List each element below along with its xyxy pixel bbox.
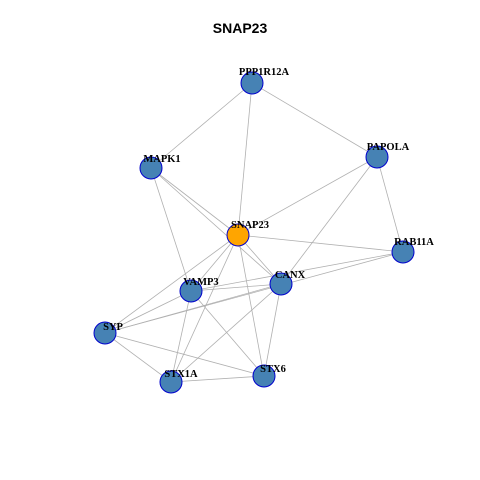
edge-ppp1r12a-mapk1 <box>150 82 253 169</box>
node-label: VAMP3 <box>183 277 218 288</box>
edge-snap23-stx6 <box>237 234 265 377</box>
edge-canx-syp <box>104 283 282 334</box>
node-papola: PAPOLA <box>365 142 410 169</box>
edge-canx-stx1a <box>170 283 282 383</box>
node-circle <box>159 370 183 394</box>
node-circle <box>226 223 250 247</box>
edge-mapk1-vamp3 <box>150 167 192 292</box>
edge-rab11a-vamp3 <box>190 251 404 292</box>
edge-papola-canx <box>280 156 378 285</box>
edge-syp-stx6 <box>104 332 265 377</box>
node-stx6: STX6 <box>252 364 286 388</box>
graph-title: SNAP23 <box>212 20 268 36</box>
node-circle <box>365 145 389 169</box>
node-circle <box>93 321 117 345</box>
node-ppp1r12a: PPP1R12A <box>239 67 290 95</box>
edge-ppp1r12a-snap23 <box>237 82 253 236</box>
node-label: SNAP23 <box>231 220 269 231</box>
node-rab11a: RAB11A <box>391 237 434 264</box>
node-mapk1: MAPK1 <box>139 154 181 180</box>
edge-vamp3-canx <box>190 283 282 292</box>
node-label: MAPK1 <box>143 154 180 165</box>
edge-snap23-rab11a <box>237 234 404 253</box>
node-stx1a: STX1A <box>159 369 198 394</box>
edge-stx1a-stx6 <box>170 375 265 383</box>
edge-vamp3-stx1a <box>170 290 192 383</box>
edge-mapk1-snap23 <box>150 167 239 236</box>
node-circle <box>269 272 293 296</box>
edge-mapk1-canx <box>150 167 282 285</box>
node-vamp3: VAMP3 <box>179 277 219 303</box>
node-syp: SYP <box>93 321 124 345</box>
edge-snap23-syp <box>104 234 239 334</box>
edge-snap23-stx1a <box>170 234 239 383</box>
nodes-layer: SNAP23 PPP1R12A MAPK1 PAPOLA RAB11A VAMP3 CANX… <box>93 67 434 394</box>
node-circle <box>240 71 264 95</box>
edges-layer <box>104 82 404 383</box>
node-label: STX6 <box>260 364 286 375</box>
node-label: PPP1R12A <box>239 67 290 78</box>
edge-ppp1r12a-papola <box>251 82 378 158</box>
node-label: SYP <box>103 322 123 333</box>
edge-canx-stx6 <box>263 283 282 377</box>
edge-vamp3-syp <box>104 290 192 334</box>
node-snap23: SNAP23 <box>226 220 269 247</box>
node-circle <box>139 156 163 180</box>
node-canx: CANX <box>269 270 306 296</box>
node-label: PAPOLA <box>367 142 410 153</box>
edge-vamp3-stx6 <box>190 290 265 377</box>
node-label: RAB11A <box>394 237 434 248</box>
node-label: STX1A <box>164 369 198 380</box>
edge-syp-stx1a <box>104 332 172 383</box>
node-label: CANX <box>275 270 306 281</box>
node-circle <box>391 240 415 264</box>
node-circle <box>252 364 276 388</box>
edge-papola-snap23 <box>237 156 378 236</box>
edge-snap23-vamp3 <box>190 234 239 292</box>
node-circle <box>179 279 203 303</box>
edge-papola-rab11a <box>376 156 404 253</box>
